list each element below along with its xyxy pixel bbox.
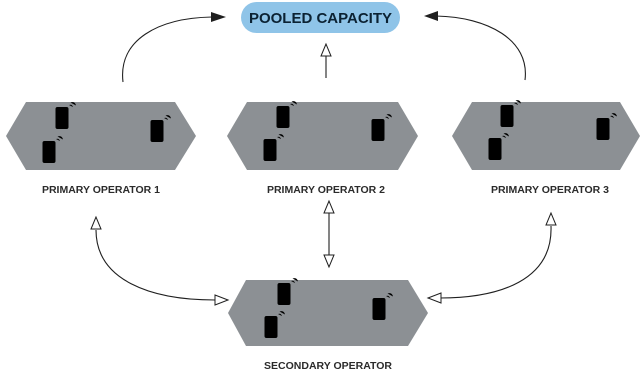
arrow-operator-3-to-pool <box>424 11 526 81</box>
secondary-operator-label: SECONDARY OPERATOR <box>264 360 392 372</box>
operator-2-platform <box>227 102 418 170</box>
arrow-secondary-to-operator-2 <box>323 199 335 269</box>
primary-operator-2-label: PRIMARY OPERATOR 2 <box>267 184 385 196</box>
primary-operator-1: PRIMARY OPERATOR 1 <box>6 82 196 196</box>
pooled-capacity-label: POOLED CAPACITY <box>249 10 392 27</box>
primary-operator-3-label: PRIMARY OPERATOR 3 <box>491 184 609 196</box>
arrow-secondary-to-operator-1 <box>90 215 230 306</box>
secondary-operator-platform <box>228 280 428 346</box>
primary-operator-3: PRIMARY OPERATOR 3 <box>452 82 640 196</box>
primary-operator-2: PRIMARY OPERATOR 2 <box>227 82 418 196</box>
operator-3-platform <box>452 102 640 170</box>
pooled-capacity-box: POOLED CAPACITY <box>241 2 400 33</box>
pooled-capacity-pill <box>241 2 400 33</box>
arrow-operator-1-to-pool <box>122 12 226 83</box>
operator-1-platform <box>6 102 196 170</box>
arrow-operator-2-to-pool <box>320 42 332 78</box>
arrow-secondary-to-operator-3 <box>426 211 557 304</box>
primary-operator-1-label: PRIMARY OPERATOR 1 <box>42 184 160 196</box>
secondary-operator: SECONDARY OPERATOR <box>228 256 428 372</box>
